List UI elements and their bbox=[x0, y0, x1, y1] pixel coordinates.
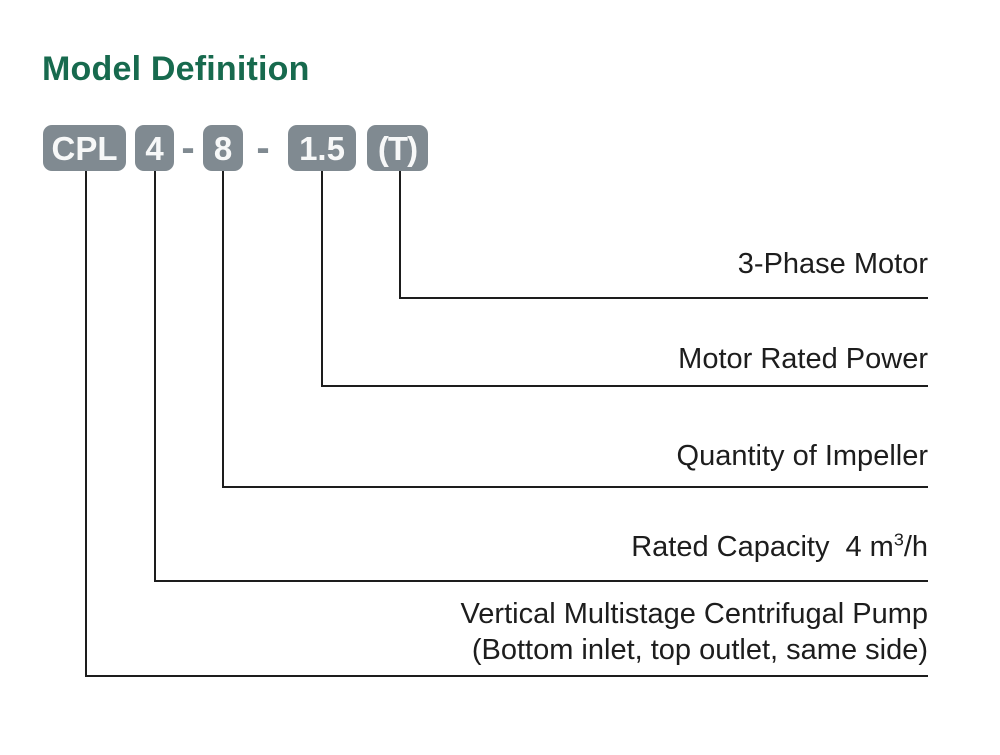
rated-capacity-exponent: 3 bbox=[893, 529, 904, 550]
pump-type-line1: Vertical Multistage Centrifugal Pump bbox=[460, 598, 928, 630]
connector-power-vertical bbox=[321, 171, 323, 387]
label-3-phase-motor: 3-Phase Motor bbox=[737, 248, 928, 280]
pump-type-line2: (Bottom inlet, top outlet, same side) bbox=[471, 634, 928, 666]
connector-phase-vertical bbox=[399, 171, 401, 299]
model-code-segment-phase: (T) bbox=[367, 125, 428, 171]
model-code-segment-series: CPL bbox=[43, 125, 126, 171]
connector-impeller-vertical bbox=[222, 171, 224, 488]
connector-series-horizontal bbox=[85, 675, 928, 677]
model-code-segment-capacity: 4 bbox=[135, 125, 174, 171]
label-pump-type: Vertical Multistage Centrifugal Pump (Bo… bbox=[461, 596, 928, 668]
model-code-segment-power: 1.5 bbox=[288, 125, 356, 171]
label-motor-rated-power: Motor Rated Power bbox=[678, 343, 928, 375]
rated-capacity-text: Rated Capacity bbox=[631, 531, 830, 563]
rated-capacity-unit: /h bbox=[903, 531, 928, 563]
connector-capacity-vertical bbox=[154, 171, 156, 582]
label-quantity-of-impeller: Quantity of Impeller bbox=[676, 440, 928, 472]
page-title: Model Definition bbox=[42, 50, 310, 88]
connector-power-horizontal bbox=[321, 385, 928, 387]
model-code-separator: - bbox=[256, 126, 270, 170]
rated-capacity-value: 4 m bbox=[845, 531, 894, 563]
connector-impeller-horizontal bbox=[222, 486, 928, 488]
connector-series-vertical bbox=[85, 171, 87, 677]
model-code-separator: - bbox=[181, 126, 195, 170]
label-rated-capacity: Rated Capacity 4 m3/h bbox=[631, 529, 928, 564]
model-code-segment-impeller: 8 bbox=[203, 125, 243, 171]
connector-capacity-horizontal bbox=[154, 580, 928, 582]
connector-phase-horizontal bbox=[399, 297, 928, 299]
